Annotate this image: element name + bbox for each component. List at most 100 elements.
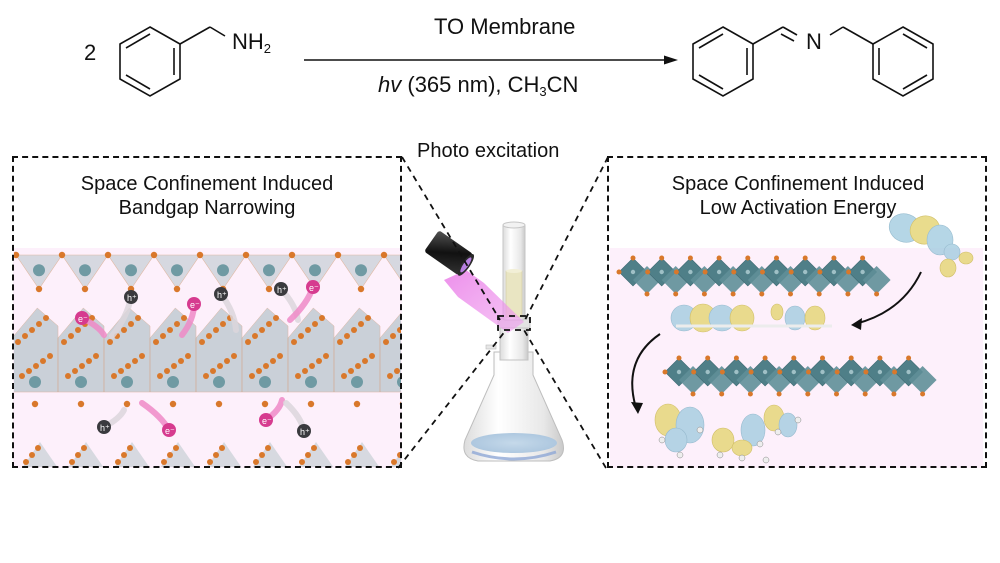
oxygen-atom: [157, 373, 163, 379]
oxygen-atom: [121, 327, 127, 333]
oxygen-atom: [705, 355, 711, 361]
oxygen-atom: [365, 315, 371, 321]
oxygen-atom: [676, 355, 682, 361]
arrowhead-icon: [851, 318, 862, 330]
oxygen-atom: [263, 363, 269, 369]
benzene-ring-right: [872, 26, 934, 97]
octahedron: [114, 442, 150, 467]
octahedron: [390, 452, 401, 467]
octahedron: [68, 442, 104, 467]
left-panel-title-bg: [14, 158, 400, 246]
oxygen-atom: [312, 321, 318, 327]
oxygen-atom: [169, 400, 177, 408]
oxygen-atom: [65, 373, 71, 379]
oxygen-atom: [256, 368, 262, 374]
octahedron: [344, 442, 380, 467]
oxygen-atom: [81, 285, 89, 293]
oxygen-atom: [203, 373, 209, 379]
oxygen-atom: [760, 269, 765, 275]
oxygen-atom: [616, 269, 622, 275]
oxygen-atom: [125, 363, 131, 369]
metal-atom: [820, 369, 825, 375]
oxygen-atom: [309, 363, 315, 369]
metal-atom: [213, 376, 225, 388]
metal-atom: [79, 264, 91, 277]
oxygen-atom: [35, 445, 41, 451]
oxygen-atom: [270, 358, 276, 364]
oxygen-atom: [77, 400, 85, 408]
oxygen-atom: [150, 251, 158, 259]
metal-atom: [762, 369, 768, 375]
oxygen-atom: [630, 255, 636, 261]
oxygen-atom: [719, 369, 725, 375]
metal-atom: [860, 269, 865, 275]
hydrogen-atom: [658, 436, 666, 444]
right-title-line1: Space Confinement Induced: [671, 173, 925, 195]
oxygen-atom: [153, 339, 159, 345]
hydrogen-atom: [716, 451, 724, 459]
oxygen-atom: [115, 459, 121, 465]
oxygen-atom: [111, 373, 117, 379]
oxygen-atom: [777, 369, 783, 375]
orbital-lobe: [939, 258, 957, 278]
oxygen-atom: [351, 327, 357, 333]
solvent-tail: CN: [546, 72, 579, 97]
oxygen-atom: [61, 339, 67, 345]
orbital-lobe: [778, 412, 798, 438]
oxygen-atom: [348, 368, 354, 374]
hole-label: h⁺: [277, 285, 287, 295]
oxygen-atom: [877, 355, 883, 361]
metal-atom: [305, 376, 317, 388]
right-panel-title: Space Confinement Induced Low Activation…: [609, 172, 987, 220]
oxygen-atom: [178, 358, 184, 364]
oxygen-atom: [288, 251, 296, 259]
molecule-orbital-start: [888, 213, 974, 278]
oxygen-atom: [716, 255, 722, 261]
oxygen-atom: [249, 373, 255, 379]
oxygen-atom: [47, 353, 53, 359]
reaction-path-arrow-2: [631, 333, 661, 409]
oxygen-atom: [394, 368, 400, 374]
oxygen-atom: [40, 358, 46, 364]
octahedron: [206, 442, 242, 467]
oxygen-atom: [181, 315, 187, 321]
amine-subscript: 2: [263, 41, 272, 56]
molecule-orbital-adsorbed: [670, 303, 826, 333]
oxygen-atom: [127, 445, 133, 451]
metal-atom: [774, 269, 779, 275]
electron-label: e⁻: [190, 300, 200, 310]
hydrogen-atom: [774, 428, 782, 436]
oxygen-atom: [93, 353, 99, 359]
oxygen-atom: [174, 321, 180, 327]
oxygen-atom: [702, 269, 708, 275]
molecule-orbital-product: [654, 403, 798, 457]
metal-atom: [167, 376, 179, 388]
oxygen-atom: [805, 391, 811, 397]
oxygen-atom: [128, 321, 134, 327]
metal-atom: [676, 369, 682, 375]
orbital-lobe: [731, 439, 753, 457]
oxygen-atom: [196, 251, 204, 259]
oxygen-atom: [252, 333, 258, 339]
oxygen-atom: [645, 269, 651, 275]
orbital-lobe: [770, 303, 784, 321]
oxygen-atom: [690, 391, 696, 397]
oxygen-atom: [820, 355, 825, 361]
metal-atom: [263, 264, 275, 277]
oxygen-atom: [171, 363, 177, 369]
oxygen-atom: [351, 452, 357, 458]
oxygen-atom: [834, 369, 840, 375]
oxygen-atom: [298, 333, 304, 339]
oxygen-atom: [242, 251, 250, 259]
zoom-guide-lines: [397, 156, 609, 469]
hydrogen-atom: [794, 416, 802, 424]
metal-atom: [121, 376, 133, 388]
oxygen-atom: [891, 391, 897, 397]
metal-atom: [906, 369, 911, 375]
oxygen-atom: [81, 445, 87, 451]
electron-particle: [259, 413, 273, 427]
oxygen-atom: [23, 459, 29, 465]
orbital-lobe: [711, 427, 735, 453]
